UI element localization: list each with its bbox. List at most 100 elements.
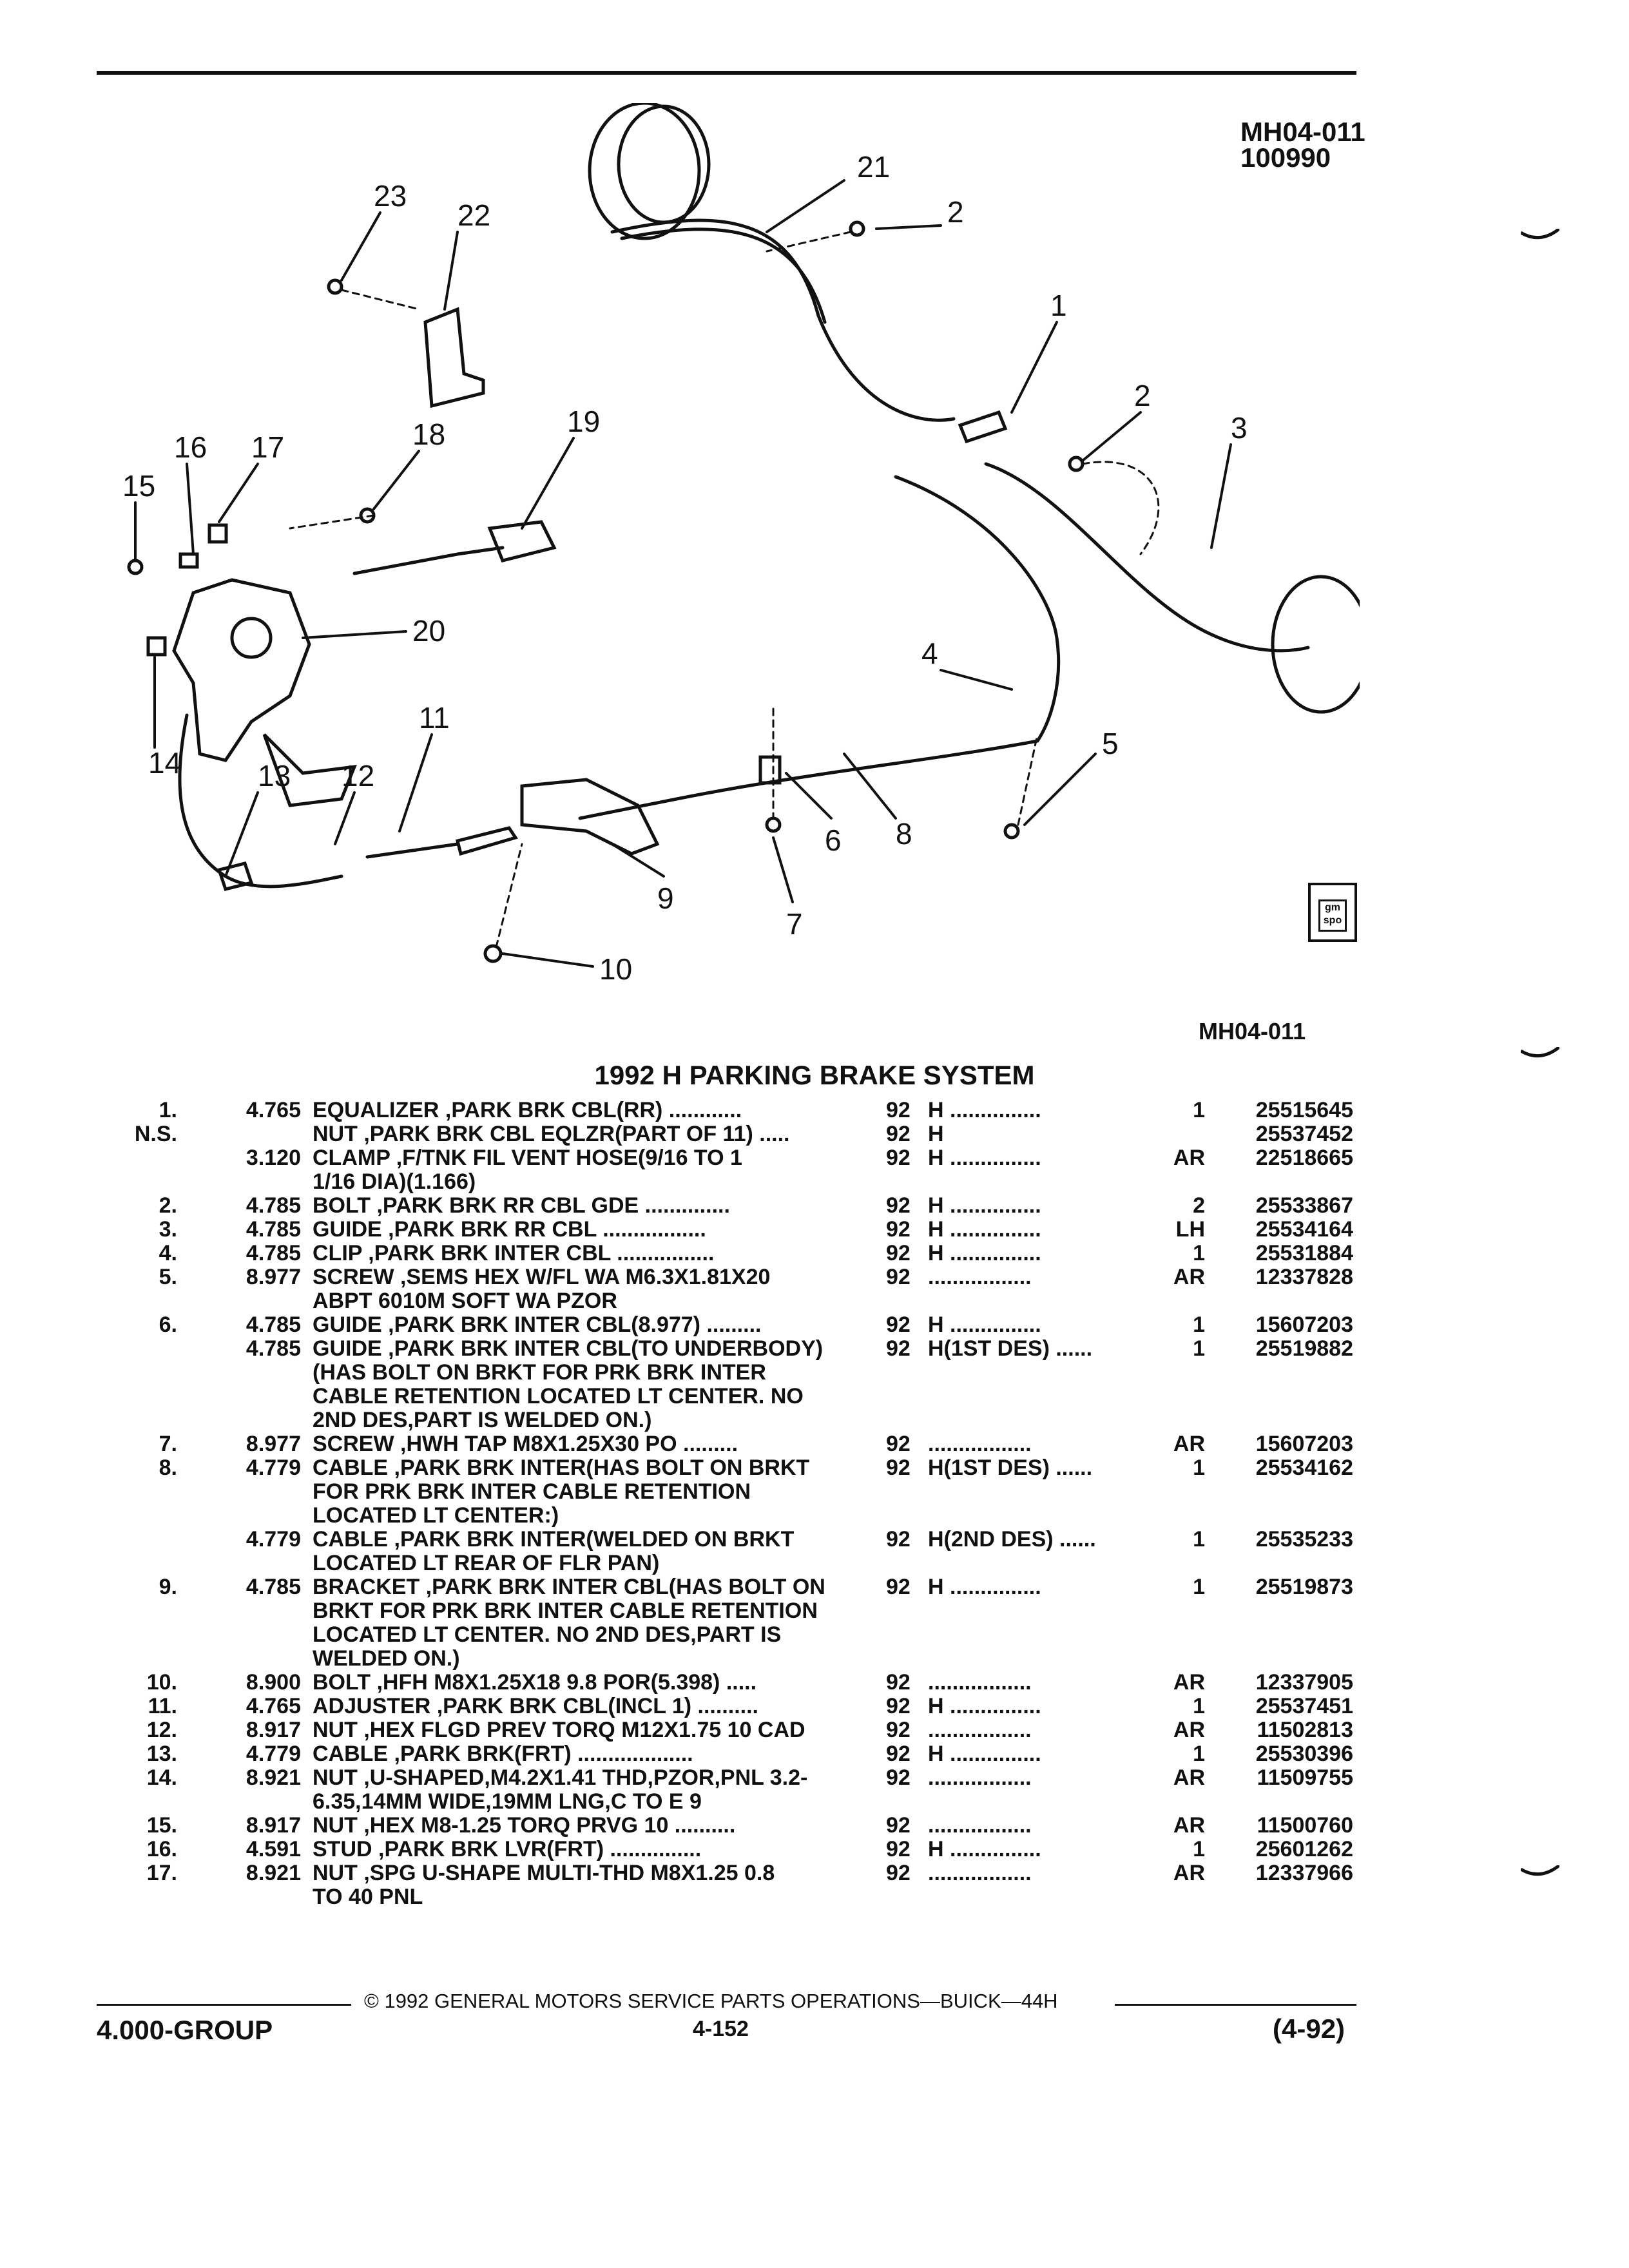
description: NUT ,PARK BRK CBL EQLZR(PART OF 11) ....… bbox=[313, 1122, 886, 1146]
quantity: 1 bbox=[1193, 1575, 1205, 1599]
bolt-2-top bbox=[849, 220, 865, 237]
part-description: ,SPG U-SHAPE MULTI-THD M8X1.25 0.8 TO 40… bbox=[313, 1861, 775, 1909]
parts-diagram: 1 2 2 3 4 5 6 7 8 9 10 11 12 13 14 15 16… bbox=[97, 101, 1371, 1005]
group-number: 8.977 bbox=[246, 1265, 301, 1289]
description: CABLE ,PARK BRK(FRT) ................... bbox=[313, 1742, 886, 1766]
part-number: 25519873 bbox=[1255, 1575, 1353, 1599]
leader-9 bbox=[611, 843, 665, 878]
description: BOLT ,HFH M8X1.25X18 9.8 POR(5.398) ....… bbox=[313, 1671, 886, 1695]
callout-11: 11 bbox=[419, 701, 450, 735]
callout-13: 13 bbox=[258, 759, 291, 793]
leader-2-top bbox=[875, 224, 942, 230]
part-number: 25515645 bbox=[1255, 1098, 1353, 1122]
part-name: ADJUSTER bbox=[313, 1694, 431, 1718]
callout-20: 20 bbox=[412, 614, 445, 648]
group-number: 4.779 bbox=[246, 1527, 301, 1552]
group-number: 4.000-GROUP bbox=[97, 2015, 273, 2045]
top-rule bbox=[97, 71, 1356, 75]
group-number: 4.785 bbox=[246, 1575, 301, 1599]
adjuster-rod bbox=[365, 842, 459, 859]
leader-22 bbox=[443, 231, 459, 311]
part-name: CLAMP bbox=[313, 1146, 390, 1170]
ref-number bbox=[97, 1337, 177, 1432]
group-number: 8.917 bbox=[246, 1718, 301, 1742]
description: STUD ,PARK BRK LVR(FRT) ............... bbox=[313, 1838, 886, 1861]
adjuster bbox=[455, 826, 518, 856]
leader-23 bbox=[340, 211, 381, 282]
page-number: 4-152 bbox=[693, 2017, 749, 2041]
model: H ............... bbox=[928, 1099, 1041, 1122]
model-year: 92 bbox=[886, 1456, 911, 1480]
callout-22: 22 bbox=[458, 198, 490, 232]
part-number: 11500760 bbox=[1257, 1813, 1353, 1838]
quantity: AR bbox=[1173, 1432, 1205, 1456]
description: CABLE ,PARK BRK INTER(WELDED ON BRKT LOC… bbox=[313, 1528, 886, 1575]
cable-guide bbox=[758, 755, 782, 785]
ref-number: 9. bbox=[159, 1575, 177, 1599]
parts-row: 4.779 CABLE ,PARK BRK INTER(WELDED ON BRK… bbox=[97, 1528, 1360, 1575]
model: H ............... bbox=[928, 1742, 1041, 1766]
ref-number: 2. bbox=[159, 1193, 177, 1218]
leader-4 bbox=[940, 669, 1013, 691]
callout-4: 4 bbox=[921, 637, 938, 670]
quantity: 1 bbox=[1193, 1694, 1205, 1718]
gm-spo-logo-text: gm spo bbox=[1318, 899, 1347, 932]
model-year: 92 bbox=[886, 1527, 911, 1552]
part-name: BRACKET bbox=[313, 1575, 420, 1599]
part-name: NUT bbox=[313, 1813, 358, 1838]
nut-17 bbox=[207, 523, 228, 544]
ref-number: 14. bbox=[146, 1765, 177, 1790]
group-number: 8.921 bbox=[246, 1861, 301, 1885]
group-number: 8.921 bbox=[246, 1765, 301, 1790]
quantity bbox=[1166, 1122, 1205, 1146]
model: H(1ST DES) ...... bbox=[928, 1456, 1093, 1480]
quantity: 1 bbox=[1193, 1336, 1205, 1361]
gm-spo-logo: gm spo bbox=[1308, 883, 1357, 942]
ref-number: N.S. bbox=[134, 1122, 177, 1146]
dash-10 bbox=[495, 843, 523, 948]
description: BRACKET ,PARK BRK INTER CBL(HAS BOLT ON … bbox=[313, 1575, 886, 1671]
part-name: SCREW bbox=[313, 1265, 394, 1289]
part-number: 25537452 bbox=[1255, 1122, 1353, 1146]
leader-6 bbox=[785, 772, 833, 820]
model-year: 92 bbox=[886, 1432, 911, 1456]
rear-drum-right bbox=[1271, 575, 1371, 714]
group-number: 8.977 bbox=[246, 1432, 301, 1456]
description: CLIP ,PARK BRK INTER CBL ...............… bbox=[313, 1242, 886, 1265]
model-year: 92 bbox=[886, 1813, 911, 1838]
callout-9: 9 bbox=[657, 881, 674, 915]
group-number: 8.917 bbox=[246, 1813, 301, 1838]
group-number bbox=[177, 1122, 313, 1146]
ref-number: 6. bbox=[159, 1312, 177, 1337]
model: ................. bbox=[928, 1265, 1032, 1289]
part-name: SCREW bbox=[313, 1432, 394, 1456]
model: ................. bbox=[928, 1861, 1032, 1885]
leader-10 bbox=[501, 952, 594, 968]
leader-8 bbox=[843, 753, 897, 820]
description: EQUALIZER ,PARK BRK CBL(RR) ............ bbox=[313, 1099, 886, 1122]
leader-1 bbox=[1010, 321, 1058, 414]
callout-15: 15 bbox=[122, 469, 155, 503]
part-description: ,PARK BRK INTER CBL(TO UNDERBODY) (HAS B… bbox=[313, 1336, 824, 1432]
ref-number bbox=[97, 1146, 177, 1194]
part-name: NUT bbox=[313, 1718, 358, 1742]
revision-date: (4-92) bbox=[1273, 2013, 1345, 2044]
part-number: 25534162 bbox=[1255, 1456, 1353, 1480]
model: H ............... bbox=[928, 1242, 1041, 1265]
group-number: 8.900 bbox=[246, 1670, 301, 1695]
part-description: ,HFH M8X1.25X18 9.8 POR(5.398) ..... bbox=[371, 1670, 757, 1695]
part-name: BOLT bbox=[313, 1670, 371, 1695]
part-number: 11502813 bbox=[1257, 1718, 1353, 1742]
part-description: ,PARK BRK LVR(FRT) ............... bbox=[372, 1837, 702, 1861]
callout-2-top: 2 bbox=[947, 195, 964, 229]
ref-number: 5. bbox=[159, 1265, 177, 1289]
part-name: NUT bbox=[313, 1861, 358, 1885]
rear-drum-upper-rim bbox=[617, 104, 711, 224]
